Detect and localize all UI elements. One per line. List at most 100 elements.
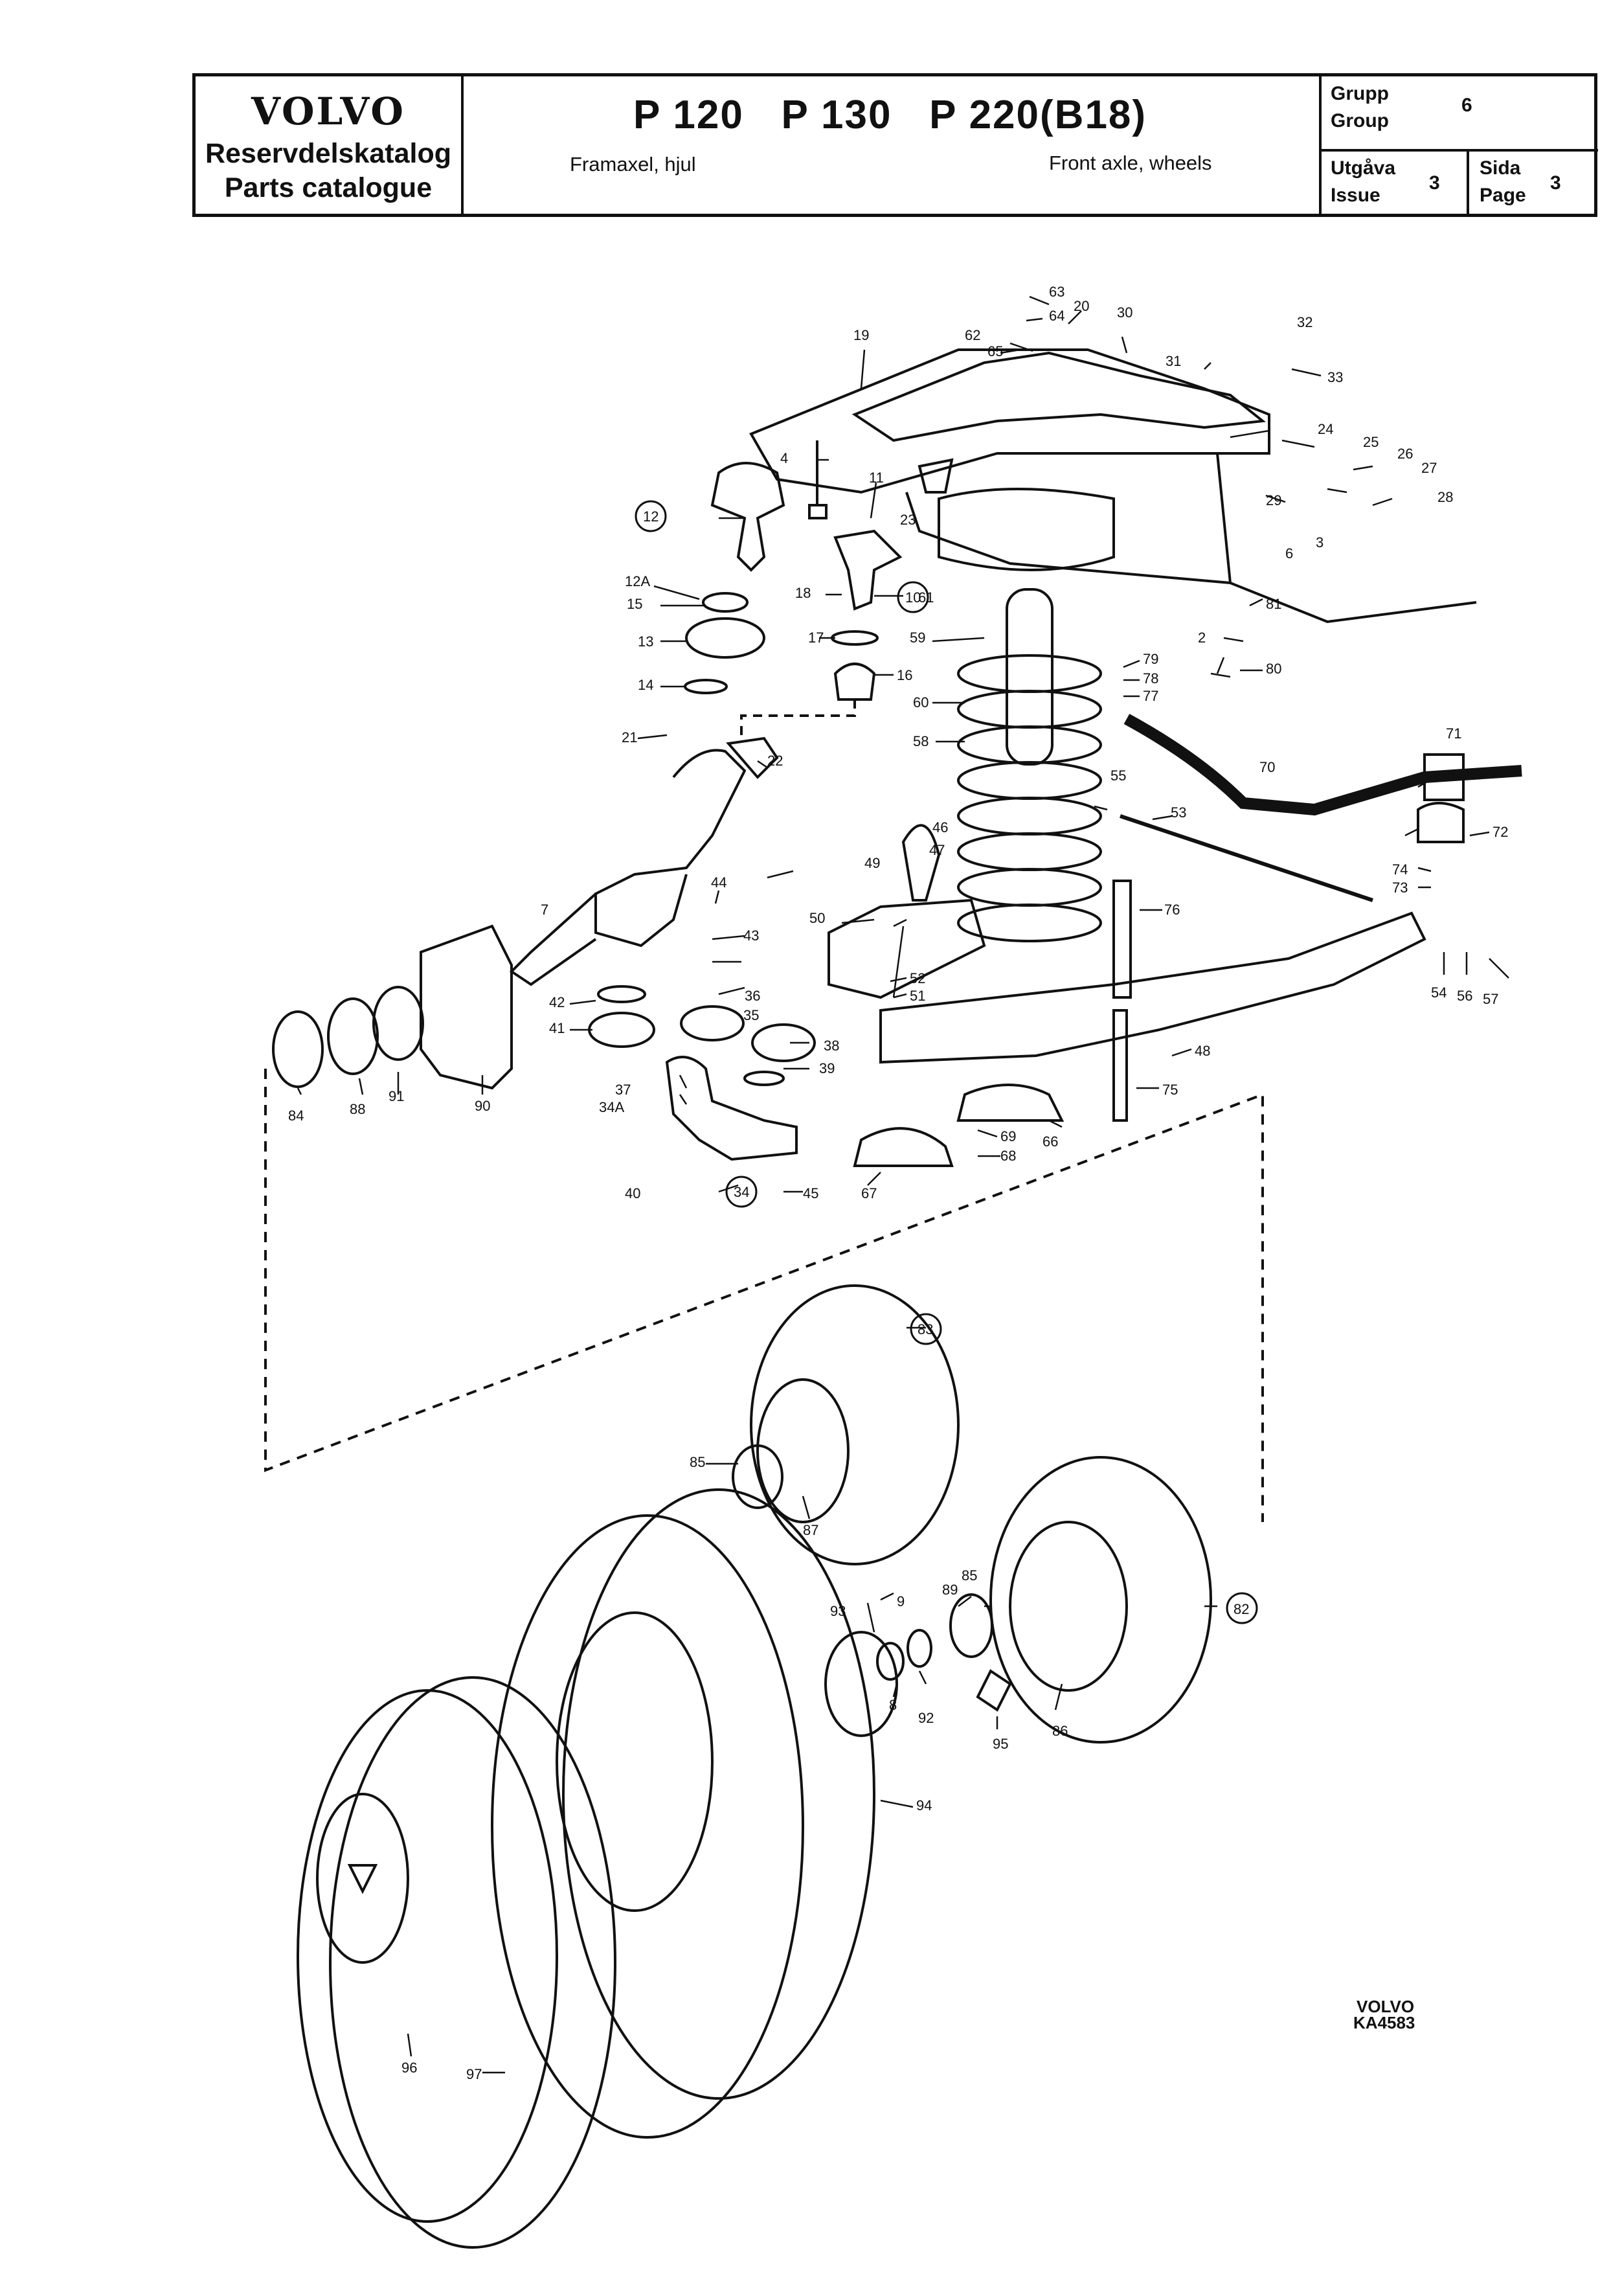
callout-37: 37 xyxy=(615,1082,631,1098)
callout-77: 77 xyxy=(1143,688,1158,704)
callout-35: 35 xyxy=(743,1007,759,1023)
dust-shield xyxy=(420,924,513,1090)
stabilizer-bar xyxy=(1123,714,1522,816)
rubber-bushing xyxy=(1417,802,1465,843)
coil-spring xyxy=(957,654,1102,942)
callout-ring xyxy=(635,500,667,532)
callout-2: 2 xyxy=(1198,630,1206,646)
callout-54: 54 xyxy=(1431,984,1447,1001)
seal-ring xyxy=(684,679,728,694)
callout-80: 80 xyxy=(1266,661,1281,677)
callout-11: 11 xyxy=(869,470,884,486)
callout-73: 73 xyxy=(1392,880,1408,896)
steering-knuckle xyxy=(594,749,747,948)
roller-bearing xyxy=(949,1593,993,1658)
callout-75: 75 xyxy=(1162,1082,1178,1098)
callout-81: 81 xyxy=(1266,596,1281,612)
group-label-sv: Grupp xyxy=(1331,83,1389,104)
callout-20: 20 xyxy=(1074,298,1089,314)
callout-34A: 34A xyxy=(599,1099,624,1115)
drawing-stamp-code: KA4583 xyxy=(1353,2013,1415,2032)
wheel-center xyxy=(556,1611,714,1912)
stub-axle xyxy=(509,892,597,986)
trim-ring xyxy=(329,1676,616,2249)
callout-44: 44 xyxy=(711,874,727,891)
callout-67: 67 xyxy=(861,1185,877,1201)
disc-hub xyxy=(756,1378,850,1523)
bearing-race xyxy=(272,1010,324,1088)
drum-hub xyxy=(1009,1521,1128,1692)
callout-6: 6 xyxy=(1285,545,1293,562)
callout-30: 30 xyxy=(1117,304,1132,321)
rubber-bushing xyxy=(680,1005,745,1041)
catalog-title-en: Parts catalogue xyxy=(224,172,433,203)
callout-25: 25 xyxy=(1363,434,1379,450)
callout-ring xyxy=(910,1313,942,1345)
callout-56: 56 xyxy=(1457,988,1472,1004)
callout-55: 55 xyxy=(1110,767,1126,784)
issue-label-en: Issue xyxy=(1331,185,1380,206)
callout-42: 42 xyxy=(549,994,565,1010)
callout-63: 63 xyxy=(1049,284,1064,300)
drawing-stamp-brand: VOLVO xyxy=(1357,1997,1415,2016)
callout-24: 24 xyxy=(1318,421,1333,437)
callout-89: 89 xyxy=(942,1582,958,1598)
callout-61: 61 xyxy=(918,589,934,606)
brand-logo: VOLVO xyxy=(251,89,405,133)
lower-ball-joint xyxy=(665,1056,798,1161)
callout-90: 90 xyxy=(475,1098,490,1114)
callout-22: 22 xyxy=(767,753,783,769)
callout-64: 64 xyxy=(1049,308,1064,324)
hub-cap xyxy=(976,1669,1012,1712)
callout-43: 43 xyxy=(743,927,759,944)
header-box: VOLVO Reservdelskatalog Parts catalogue … xyxy=(192,73,1598,217)
callout-32: 32 xyxy=(1297,314,1312,330)
washer xyxy=(907,1629,932,1668)
callout-33: 33 xyxy=(1327,369,1343,385)
callout-36: 36 xyxy=(745,988,760,1004)
callout-86: 86 xyxy=(1052,1723,1068,1739)
volvo-emblem xyxy=(347,1864,378,1894)
page-label-sv: Sida xyxy=(1480,157,1521,179)
callout-8: 8 xyxy=(889,1697,897,1713)
model-list: P 120 P 130 P 220(B18) xyxy=(633,93,1147,137)
spring-pocket xyxy=(938,488,1115,571)
callout-48: 48 xyxy=(1195,1043,1210,1059)
callout-96: 96 xyxy=(401,2060,417,2076)
callout-26: 26 xyxy=(1397,446,1413,462)
callout-29: 29 xyxy=(1266,492,1281,508)
washer xyxy=(743,1071,785,1086)
callout-15: 15 xyxy=(627,596,642,612)
dust-cover xyxy=(833,663,876,701)
callout-60: 60 xyxy=(913,694,929,710)
callout-79: 79 xyxy=(1143,651,1158,667)
washer xyxy=(831,630,879,646)
catalog-title-sv: Reservdelskatalog xyxy=(205,138,452,169)
page-value: 3 xyxy=(1550,172,1561,194)
divider xyxy=(1319,76,1322,214)
bolt xyxy=(808,440,828,519)
callout-3: 3 xyxy=(1316,534,1324,551)
callout-68: 68 xyxy=(1000,1148,1016,1164)
rubber-bushing xyxy=(588,1012,655,1048)
group-value: 6 xyxy=(1461,95,1472,116)
rubber-bushing xyxy=(751,1023,816,1062)
callout-76: 76 xyxy=(1164,902,1180,918)
callout-91: 91 xyxy=(389,1088,404,1104)
callout-31: 31 xyxy=(1166,353,1181,369)
leader-lines xyxy=(297,295,1509,2074)
callout-70: 70 xyxy=(1259,759,1275,775)
spring-seat xyxy=(956,1084,1064,1122)
crossmember xyxy=(749,348,1270,494)
callout-23: 23 xyxy=(900,512,916,528)
callout-49: 49 xyxy=(864,855,880,871)
brake-disc xyxy=(750,1284,960,1565)
callout-4: 4 xyxy=(780,450,788,466)
callout-12: 12 xyxy=(643,508,659,525)
callout-10: 10 xyxy=(905,589,921,606)
divider xyxy=(1321,149,1598,152)
callout-78: 78 xyxy=(1143,670,1158,687)
callout-46: 46 xyxy=(932,819,948,835)
callout-83: 83 xyxy=(918,1321,933,1337)
